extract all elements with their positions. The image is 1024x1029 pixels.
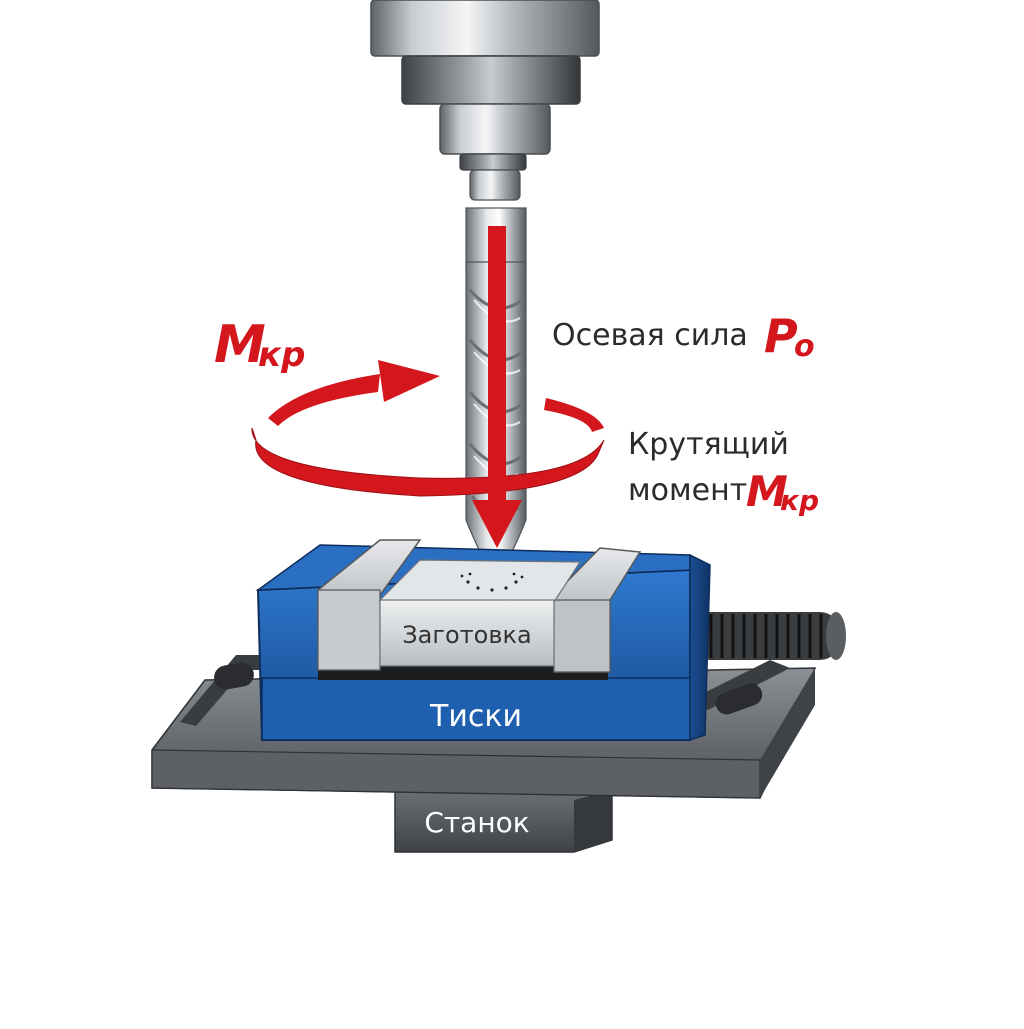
vise-label: Тиски	[429, 699, 522, 734]
machine-label: Станок	[424, 806, 529, 839]
spindle	[370, 0, 600, 201]
torque-label-left: M кр	[214, 315, 305, 375]
torque-symbol: M	[214, 315, 266, 375]
torque-label-right: Крутящий момент M кр	[628, 427, 819, 517]
axial-force-text: Осевая сила	[552, 318, 748, 353]
torque-subscript: кр	[258, 335, 305, 375]
torque-arrow	[251, 360, 605, 497]
axial-force-symbol: P	[764, 309, 798, 363]
torque-right-subscript: кр	[780, 484, 819, 517]
mounting-slot-left	[180, 655, 262, 726]
workpiece	[378, 559, 582, 667]
vise	[255, 539, 846, 742]
axial-force-label: Осевая сила P o	[552, 309, 815, 364]
torque-text-line1: Крутящий	[628, 427, 789, 462]
mounting-slot-right	[690, 660, 790, 715]
vise-screw	[690, 612, 846, 660]
torque-text-line2: момент	[628, 473, 747, 508]
axial-force-arrow	[472, 226, 522, 548]
axial-force-subscript: o	[794, 329, 815, 364]
workpiece-label: Заготовка	[402, 621, 531, 649]
torque-right-symbol: M	[746, 467, 788, 516]
